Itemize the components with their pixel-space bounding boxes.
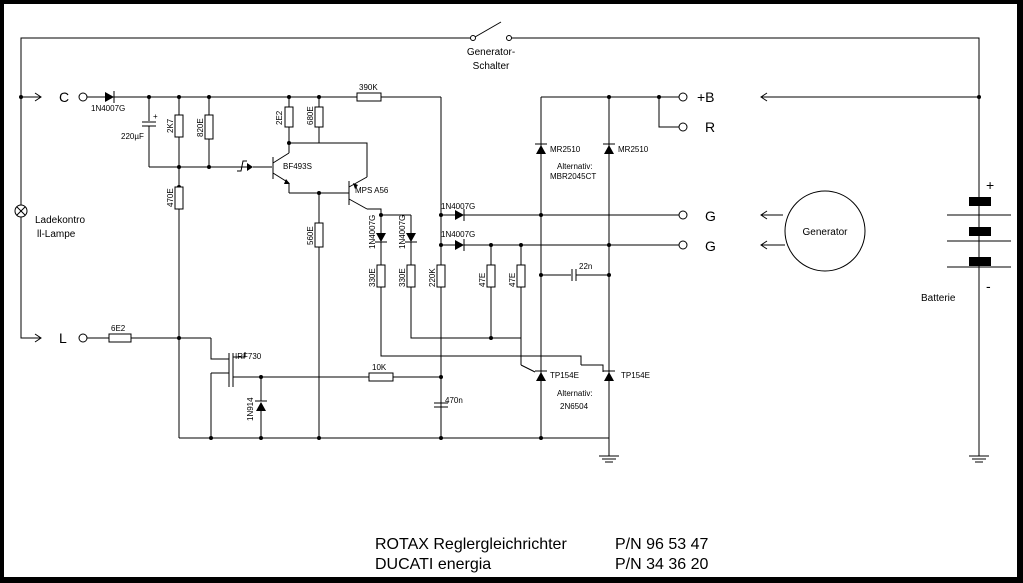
r-2e2-label: 2E2	[275, 110, 284, 125]
diode-v1: 1N4007G	[368, 215, 387, 265]
terminal-g1: G	[678, 208, 716, 224]
battery-minus: -	[986, 278, 991, 294]
r-47b: 47E	[508, 243, 526, 365]
terminal-l: L 6E2	[20, 217, 211, 346]
diode-g2: 1N4007G	[439, 230, 679, 251]
terminal-c-label: C	[59, 89, 69, 105]
alt2-line2: 2N6504	[560, 402, 589, 411]
r-6e2-label: 6E2	[111, 324, 126, 333]
battery-plus: +	[986, 177, 994, 193]
bias-line	[149, 160, 272, 172]
diode-g1-label: 1N4007G	[441, 202, 475, 211]
input-diode: 1N4007G	[91, 91, 125, 113]
input-diode-label: 1N4007G	[91, 104, 125, 113]
r-10k-label: 10K	[372, 363, 387, 372]
circuit-diagram: Generator- Schalter C Ladekontro ll-Lamp…	[14, 21, 1011, 463]
r-560: 560E	[306, 191, 324, 438]
cap-220uf-label: 220µF	[121, 132, 144, 141]
cap-220uf: + 220µF	[121, 95, 158, 167]
generator-switch: Generator- Schalter	[467, 21, 515, 72]
cap-22n: 22n	[541, 262, 609, 281]
thyristor-b: TP154E	[581, 364, 650, 381]
generator-label: Generator	[802, 227, 848, 238]
diode-mr2510-a: MR2510 Alternativ: MBR2045CT	[535, 143, 596, 181]
alt1-line1: Alternativ:	[557, 162, 593, 171]
cap-polarity: +	[153, 112, 158, 121]
switch-label-line2: Schalter	[473, 61, 510, 72]
r-390k: 390K	[356, 83, 442, 438]
r-10k: 10K	[368, 363, 443, 382]
diode-1n914-label: 1N914	[246, 397, 255, 421]
cap-470n-label: 470n	[445, 396, 463, 405]
terminal-r: R	[658, 97, 715, 135]
r-560-label: 560E	[306, 226, 315, 245]
diode-g1: 1N4007G	[439, 202, 679, 221]
r-47a: 47E	[478, 243, 496, 340]
mps-a56-label: MPS A56	[355, 186, 389, 195]
diode-v2-label: 1N4007G	[398, 215, 407, 249]
terminal-g1-label: G	[705, 208, 716, 224]
terminal-g2-label: G	[705, 238, 716, 254]
generator-symbol: Generator	[760, 190, 866, 272]
r-470: 470E	[166, 185, 184, 438]
r-390k-label: 390K	[359, 83, 378, 92]
footer-row1-name: ROTAX Reglergleichrichter	[375, 536, 567, 553]
r-330b: 330E	[398, 264, 521, 339]
footer-row2-name: DUCATI energia	[375, 556, 492, 573]
transistor-bf493s: BF493S 2E2	[272, 95, 349, 194]
battery-arrow	[760, 92, 981, 102]
mosfet-irf730: IRF730	[177, 336, 441, 438]
schematic-sheet: Generator- Schalter C Ladekontro ll-Lamp…	[3, 3, 1018, 578]
lamp-label-line2: ll-Lampe	[37, 229, 76, 240]
ground-rail	[179, 436, 619, 463]
lamp-label-line1: Ladekontro	[35, 215, 85, 226]
mr2510-a-label: MR2510	[550, 145, 581, 154]
r-2k7: 2K7	[166, 95, 184, 187]
battery-label: Batterie	[921, 293, 956, 304]
diode-mr2510-b: MR2510	[603, 143, 649, 154]
diode-v1-label: 1N4007G	[368, 215, 377, 249]
r-680-label: 680E	[306, 106, 315, 125]
cap-22n-label: 22n	[579, 262, 592, 271]
terminal-r-label: R	[705, 119, 715, 135]
r-220k-label: 220K	[428, 268, 437, 287]
battery-symbol: + - Batterie	[921, 177, 1011, 463]
alt1-line2: MBR2045CT	[550, 172, 596, 181]
r-330a: 330E	[368, 264, 582, 365]
terminal-b: +B	[659, 89, 715, 105]
r-820: 820E	[196, 95, 214, 167]
alt2-line1: Alternativ:	[557, 389, 593, 398]
diode-g2-label: 1N4007G	[441, 230, 475, 239]
thyristor-a: TP154E Alternativ: 2N6504	[520, 364, 593, 411]
diode-1n914: 1N914	[246, 375, 267, 438]
switch-label-line1: Generator-	[467, 47, 515, 58]
terminal-g2: G	[678, 238, 716, 254]
thyristor-b-label: TP154E	[621, 371, 650, 380]
mr2510-b-label: MR2510	[618, 145, 649, 154]
footer-row1-pn: P/N 96 53 47	[615, 536, 709, 553]
thyristor-a-label: TP154E	[550, 371, 579, 380]
r-2k7-label: 2K7	[166, 118, 175, 133]
r-330b-label: 330E	[398, 268, 407, 287]
r-47a-label: 47E	[478, 273, 487, 287]
footer-row2-pn: P/N 34 36 20	[615, 556, 709, 573]
terminal-c: C	[19, 89, 441, 105]
terminal-l-label: L	[59, 330, 67, 346]
cap-470n: 470n	[434, 396, 463, 408]
r-680: 680E	[289, 95, 368, 177]
irf730-label: IRF730	[235, 352, 262, 361]
diode-v2: 1N4007G	[398, 215, 417, 265]
r-470-label: 470E	[166, 188, 175, 207]
r-220k: 220K	[428, 264, 446, 288]
r-330a-label: 330E	[368, 268, 377, 287]
lamp: Ladekontro ll-Lampe	[14, 204, 85, 240]
r-47b-label: 47E	[508, 273, 517, 287]
r-820-label: 820E	[196, 118, 205, 137]
terminal-b-label: +B	[697, 89, 715, 105]
bf493s-label: BF493S	[283, 162, 312, 171]
